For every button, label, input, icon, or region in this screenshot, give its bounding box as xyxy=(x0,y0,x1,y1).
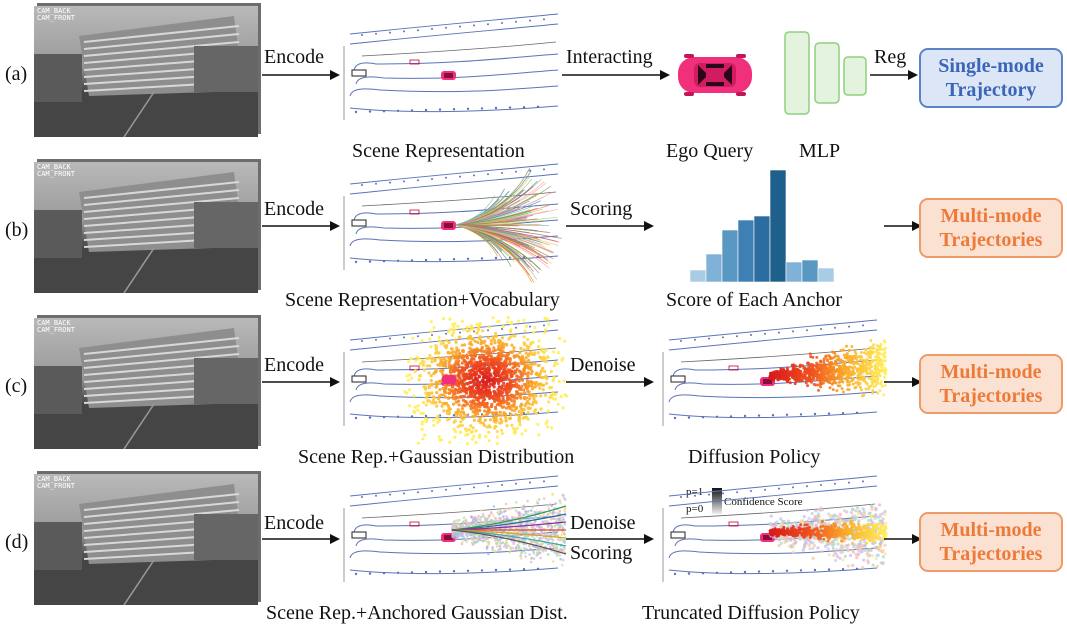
row-label: (c) xyxy=(5,375,28,397)
denoise-scoring-arrow xyxy=(566,534,654,544)
output-line-1: Multi-mode xyxy=(940,519,1042,541)
interacting-arrow xyxy=(562,70,670,80)
output-arrow xyxy=(884,377,922,387)
encode-label: Encode xyxy=(264,354,324,376)
output-line-2: Trajectories xyxy=(939,385,1043,407)
reg-arrow xyxy=(870,70,918,80)
camera-front-frame: CAM_BACK CAM_FRONT xyxy=(34,6,258,137)
ego-query-label: Ego Query xyxy=(666,140,754,162)
output-line-2: Trajectories xyxy=(939,229,1043,251)
encode-label: Encode xyxy=(264,512,324,534)
output-arrow xyxy=(884,221,922,231)
camera-image: CAM_BACK CAM_FRONT xyxy=(34,471,261,608)
single-mode-output-box: Single-mode Trajectory xyxy=(919,48,1063,108)
mlp-label: MLP xyxy=(799,140,841,162)
result-scene-map xyxy=(662,475,878,582)
row-label: (a) xyxy=(5,63,28,85)
street-scene-picture xyxy=(34,172,258,293)
row-b: (b) CAM_BACK CAM_FRONT Encode Scene Repr… xyxy=(0,156,1067,311)
camera-front-tag: CAM_FRONT xyxy=(37,14,75,22)
scene-map xyxy=(343,475,559,582)
anchor-score-histogram xyxy=(689,169,835,283)
encode-arrow xyxy=(262,70,340,80)
camera-front-tag: CAM_FRONT xyxy=(37,482,75,490)
camera-back-tag: CAM_BACK xyxy=(37,163,71,171)
output-line-1: Single-mode xyxy=(938,55,1044,77)
output-line-1: Multi-mode xyxy=(940,361,1042,383)
scene-map xyxy=(343,13,559,120)
ego-car-icon xyxy=(678,54,752,96)
confidence-p0: p=0 xyxy=(686,503,704,515)
result-caption: Diffusion Policy xyxy=(688,446,821,468)
anchored-gaussian-cloud xyxy=(450,493,567,567)
result-scene-map xyxy=(662,319,878,426)
camera-back-tag: CAM_BACK xyxy=(37,7,71,15)
row-c: (c) CAM_BACK CAM_FRONT Encode Scene Rep.… xyxy=(0,312,1067,468)
encode-arrow xyxy=(262,377,340,387)
camera-front-tag: CAM_FRONT xyxy=(37,170,75,178)
camera-front-tag: CAM_FRONT xyxy=(37,326,75,334)
camera-front-frame: CAM_BACK CAM_FRONT xyxy=(34,474,258,605)
mlp-blocks xyxy=(784,31,867,115)
truncated-diffusion-cloud xyxy=(768,503,888,570)
street-scene-picture xyxy=(34,484,258,605)
denoised-trajectory-fan xyxy=(768,339,888,398)
output-arrow xyxy=(884,534,922,544)
result-caption: Truncated Diffusion Policy xyxy=(642,602,860,624)
camera-front-frame: CAM_BACK CAM_FRONT xyxy=(34,318,258,449)
row-label: (d) xyxy=(5,531,29,553)
action-label: Interacting xyxy=(566,46,653,68)
reg-label: Reg xyxy=(874,46,907,68)
confidence-p1: p=1 xyxy=(686,486,704,498)
row-d: (d) CAM_BACK CAM_FRONT Encode Scene Rep.… xyxy=(0,468,1067,624)
encode-label: Encode xyxy=(264,198,324,220)
camera-image: CAM_BACK CAM_FRONT xyxy=(34,159,261,296)
output-line-1: Multi-mode xyxy=(940,205,1042,227)
row-label: (b) xyxy=(5,219,29,241)
street-scene-picture xyxy=(34,328,258,449)
encode-arrow xyxy=(262,221,340,231)
action-label: Denoise xyxy=(570,512,636,534)
scene-caption: Scene Rep.+Gaussian Distribution xyxy=(298,446,575,468)
scene-caption: Scene Representation xyxy=(352,140,525,162)
trajectory-vocabulary xyxy=(455,168,562,283)
denoise-arrow xyxy=(566,377,654,387)
action-label: Scoring xyxy=(570,198,633,220)
result-caption: Score of Each Anchor xyxy=(666,289,843,311)
camera-image: CAM_BACK CAM_FRONT xyxy=(34,3,261,140)
camera-image: CAM_BACK CAM_FRONT xyxy=(34,315,261,452)
multi-mode-output-box: Multi-mode Trajectories xyxy=(919,354,1063,414)
output-line-2: Trajectory xyxy=(945,79,1037,101)
scoring-arrow xyxy=(566,221,654,231)
street-scene-picture xyxy=(34,16,258,137)
encode-arrow xyxy=(262,534,340,544)
camera-front-frame: CAM_BACK CAM_FRONT xyxy=(34,162,258,293)
multi-mode-output-box: Multi-mode Trajectories xyxy=(919,512,1063,572)
output-line-2: Trajectories xyxy=(939,543,1043,565)
camera-back-tag: CAM_BACK xyxy=(37,319,71,327)
scene-caption: Scene Rep.+Anchored Gaussian Dist. xyxy=(266,602,568,624)
scene-caption: Scene Representation+Vocabulary xyxy=(285,289,560,311)
multi-mode-output-box: Multi-mode Trajectories xyxy=(919,198,1063,258)
action-label-2: Scoring xyxy=(570,542,633,564)
row-a: (a) CAM_BACK CAM_FRONT Encode Scene Repr… xyxy=(0,0,1067,162)
gaussian-noise-cloud xyxy=(403,316,569,446)
encode-label: Encode xyxy=(264,46,324,68)
action-label: Denoise xyxy=(570,354,636,376)
camera-back-tag: CAM_BACK xyxy=(37,475,71,483)
